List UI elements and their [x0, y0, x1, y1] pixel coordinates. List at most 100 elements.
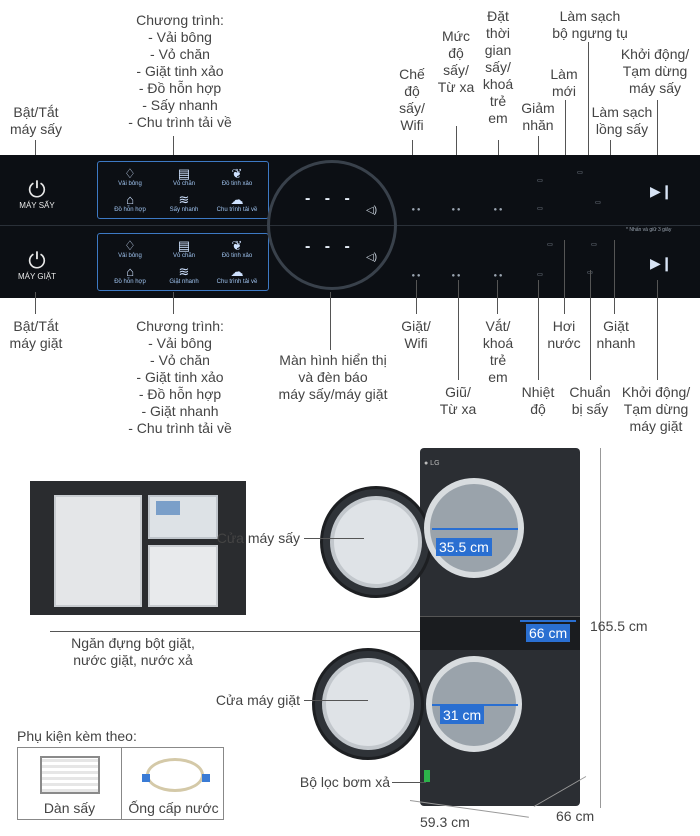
detergent-drawer-image [30, 481, 246, 615]
washer-spin-label: Giũ/ Từ xa [439, 384, 477, 417]
washer-wash-button[interactable]: ● ● [411, 273, 421, 279]
drain-cover [424, 770, 430, 782]
download-cloud-icon: ☁ [230, 264, 244, 279]
dryer-condenser-button[interactable]: ▭ [577, 170, 583, 176]
washer-prepare-button[interactable]: ▭ [570, 269, 610, 276]
washer-steam-button[interactable]: ▭ [547, 242, 553, 248]
duvet-icon: ▤ [177, 166, 191, 181]
dryer-level-button[interactable]: ● ● [451, 207, 461, 213]
display-dial [267, 160, 397, 290]
detergent-label: Ngăn đựng bột giặt, nước giặt, nước xả [71, 635, 195, 668]
washer-prepare-label: Chuẩn bị sấy [569, 384, 611, 417]
dryer-prog-4[interactable]: ≋Sấy nhanh [155, 193, 213, 214]
dryer-drum-dim: 35.5 cm [436, 538, 492, 556]
duvet-icon: ▤ [177, 238, 191, 253]
dryer-power-text: MÁY SẤY [19, 201, 55, 210]
drain-filter-label: Bộ lọc bơm xả [299, 774, 390, 790]
dryer-timer-label: Đặt thời gian sấy/ khoá trẻ em [482, 8, 514, 126]
dryer-mode-button[interactable]: ● ● [411, 207, 421, 213]
washer-display-digits: - - - [305, 238, 355, 255]
dryer-reduce-label: Giảm nhăn [521, 100, 555, 133]
dryer-power-button[interactable]: ⏻ MÁY SẤY [7, 177, 67, 211]
lg-logo: ● LG [424, 460, 440, 467]
dryer-clean-condenser-label: Làm sạch bộ ngưng tụ [552, 8, 628, 41]
depth-front-measure [520, 620, 576, 622]
dryer-clean-drum-label: Làm sạch lồng sấy [591, 104, 653, 137]
acc-rack-label: Dàn sấy [43, 800, 96, 816]
speaker-icon: ◁) [366, 252, 378, 263]
power-icon: ⏻ [28, 248, 46, 273]
washer-temp-label: Nhiệt độ [521, 384, 555, 417]
washer-quick-button[interactable]: ▭ [591, 242, 597, 248]
dryer-prog-2[interactable]: ❦Đồ tinh xảo [208, 166, 266, 188]
dryer-drum-button[interactable]: ▭ [595, 200, 601, 206]
washer-prog-3[interactable]: ⌂Đồ hỗn hợp [101, 264, 159, 286]
dryer-reduce-button[interactable]: ▭ [537, 178, 543, 184]
mixed-icon: ⌂ [126, 192, 134, 207]
width-dim: 59.3 cm [420, 814, 470, 830]
height-dim-line [600, 448, 601, 808]
cotton-icon: ♢ [124, 166, 136, 181]
washer-power-text: MÁY GIẶT [17, 272, 57, 281]
quick-icon: ≋ [178, 264, 190, 279]
dryer-power-label: Bật/Tắt máy sấy [9, 104, 63, 137]
dryer-start-label: Khởi động/ Tạm dừng máy sấy [620, 46, 690, 96]
washer-door-glass [322, 658, 414, 750]
washer-drum-measure [432, 704, 518, 706]
dryer-refresh-label: Làm mới [550, 66, 578, 99]
dryer-prog-1[interactable]: ▤Vỏ chăn [155, 166, 213, 188]
dryer-prog-3[interactable]: ⌂Đồ hỗn hợp [101, 192, 159, 214]
feather-icon: ❦ [231, 238, 243, 253]
dryer-programs-label: Chương trình: - Vải bông - Vỏ chăn - Giặ… [128, 12, 232, 130]
washer-start-button[interactable]: ▶❙ [650, 255, 673, 271]
acc-hose-label: Ống cấp nước [128, 800, 219, 816]
power-icon: ⏻ [28, 177, 46, 202]
dryer-drum-measure [432, 528, 518, 530]
dryer-mode-label: Chế độ sấy/ Wifi [399, 66, 425, 133]
dryer-start-button[interactable]: ▶❙ [650, 183, 673, 199]
dryer-prog-5[interactable]: ☁Chu trình tải về [208, 193, 266, 214]
washer-power-label: Bật/Tắt máy giặt [9, 318, 63, 351]
washer-prog-4[interactable]: ≋Giặt nhanh [155, 264, 213, 286]
washer-prog-1[interactable]: ▤Vỏ chăn [155, 238, 213, 260]
drying-rack-icon [40, 756, 100, 794]
washer-quick-label: Giặt nhanh [596, 318, 636, 351]
depth-dim: 66 cm [556, 808, 595, 824]
mixed-icon: ⌂ [126, 264, 134, 279]
washer-program-grid [97, 233, 269, 291]
dryer-door-glass [330, 496, 422, 588]
accessories-title: Phụ kiện kèm theo: [17, 728, 137, 744]
display-label: Màn hình hiển thị và đèn báo máy sấy/máy… [278, 352, 388, 402]
depth-front-dim: 66 cm [526, 624, 571, 642]
dryer-display-digits: - - - [305, 190, 355, 207]
washer-prog-2[interactable]: ❦Đồ tinh xảo [208, 238, 266, 260]
dryer-timer-button[interactable]: ● ● [493, 207, 503, 213]
washer-power-button[interactable]: ⏻ MÁY GIẶT [7, 248, 67, 282]
washer-door-label: Cửa máy giặt [215, 692, 300, 708]
washer-steam-label: Hơi nước [547, 318, 581, 351]
dryer-refresh-button[interactable]: ▭ [537, 206, 543, 212]
washer-rinse-button[interactable]: ● ● [493, 273, 503, 279]
washer-spin-button[interactable]: ● ● [451, 273, 461, 279]
accessories-box: Dàn sấy Ống cấp nước [17, 747, 224, 820]
front-panel-divider [420, 616, 580, 617]
hose-fitting-icon [142, 774, 150, 782]
dryer-program-grid [97, 161, 269, 219]
dryer-prog-0[interactable]: ♢Vải bông [101, 166, 159, 188]
dryer-door-label: Cửa máy sấy [216, 530, 300, 546]
feather-icon: ❦ [231, 166, 243, 181]
height-dim: 165.5 cm [590, 618, 648, 634]
washer-temp-button[interactable]: ▭ [537, 272, 543, 278]
dryer-level-label: Mức độ sấy/ Từ xa [437, 28, 475, 95]
washer-programs-label: Chương trình: - Vải bông - Vỏ chăn - Giặ… [128, 318, 232, 436]
washer-drum-dim: 31 cm [440, 706, 485, 724]
washer-prog-0[interactable]: ♢Vải bông [101, 238, 159, 260]
hose-fitting-icon [202, 774, 210, 782]
washer-prog-5[interactable]: ☁Chu trình tải về [208, 264, 266, 286]
water-hose-icon [146, 758, 204, 792]
washer-start-label: Khởi động/ Tạm dừng máy giặt [621, 384, 691, 434]
washer-wash-label: Giặt/ Wifi [401, 318, 431, 351]
cotton-icon: ♢ [124, 238, 136, 253]
panel-note: * Nhấn và giữ 3 giây [626, 227, 672, 233]
speaker-icon: ◁) [366, 205, 378, 216]
